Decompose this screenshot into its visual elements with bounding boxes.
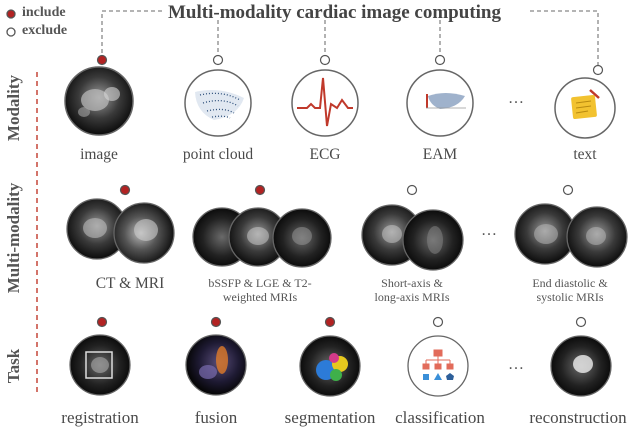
multi-label-diastolic-line1: End diastolic & <box>532 276 608 290</box>
sticky-note-icon <box>571 89 600 119</box>
modality-point-cloud-node <box>184 54 252 137</box>
modality-label-image: image <box>80 146 118 163</box>
ecg-waveform-icon <box>297 77 353 127</box>
eam-map-icon <box>426 93 466 109</box>
flowchart-icon <box>422 349 454 380</box>
multi-label-bssfp-line2: weighted MRIs <box>222 290 298 304</box>
title-connector <box>101 10 599 66</box>
multi-label-short-long-axis: Short-axis & long-axis MRIs <box>362 276 462 304</box>
multi-ct-mri-node <box>66 184 175 264</box>
modality-label-text: text <box>573 146 597 163</box>
legend-exclude-dot <box>6 27 16 37</box>
multi-label-bssfp-line1: bSSFP & LGE & T2- <box>208 276 312 290</box>
task-label-fusion: fusion <box>194 408 238 427</box>
task-label-reconstruction: reconstruction <box>529 408 627 427</box>
point-cloud-icon <box>195 90 244 120</box>
legend-exclude-label: exclude <box>22 23 68 38</box>
multi-label-bssfp: bSSFP & LGE & T2- weighted MRIs <box>190 276 330 304</box>
multi-label-ct-mri: CT & MRI <box>95 275 165 292</box>
task-label-segmentation: segmentation <box>284 408 376 427</box>
task-segmentation-node <box>299 316 361 397</box>
task-reconstruction-node <box>550 316 612 397</box>
modality-label-eam: EAM <box>422 146 458 163</box>
multi-short-long-axis-node <box>361 184 464 271</box>
task-registration-node <box>69 316 131 396</box>
legend-include-label: include <box>22 5 66 20</box>
legend-include-dot <box>6 9 16 19</box>
task-label-classification: classification <box>395 408 485 427</box>
task-fusion-node <box>185 316 247 396</box>
modality-eam-node <box>406 54 474 137</box>
multi-diastolic-systolic-node <box>514 184 628 268</box>
task-label-registration: registration <box>61 408 139 427</box>
modality-ecg-node <box>291 54 359 137</box>
modality-text-node <box>554 64 616 139</box>
multi-ellipsis: … <box>481 222 499 239</box>
row-label-modality: Modality <box>4 74 23 142</box>
row-label-multi-modality: Multi-modality <box>4 182 23 294</box>
multi-label-short-long-line2: long-axis MRIs <box>374 290 450 304</box>
multi-label-diastolic-systolic: End diastolic & systolic MRIs <box>515 276 625 304</box>
modality-label-ecg: ECG <box>309 146 341 163</box>
multi-label-short-long-line1: Short-axis & <box>381 276 443 290</box>
modality-label-point-cloud: point cloud <box>182 146 254 163</box>
task-classification-node <box>407 316 469 397</box>
multi-bssfp-node <box>192 184 332 268</box>
modality-image-node <box>64 54 134 136</box>
multi-label-diastolic-line2: systolic MRIs <box>536 290 604 304</box>
row-label-task: Task <box>4 348 23 384</box>
task-ellipsis: … <box>508 356 526 373</box>
figure-title: Multi-modality cardiac image computing <box>168 2 501 23</box>
modality-ellipsis: … <box>508 90 526 107</box>
